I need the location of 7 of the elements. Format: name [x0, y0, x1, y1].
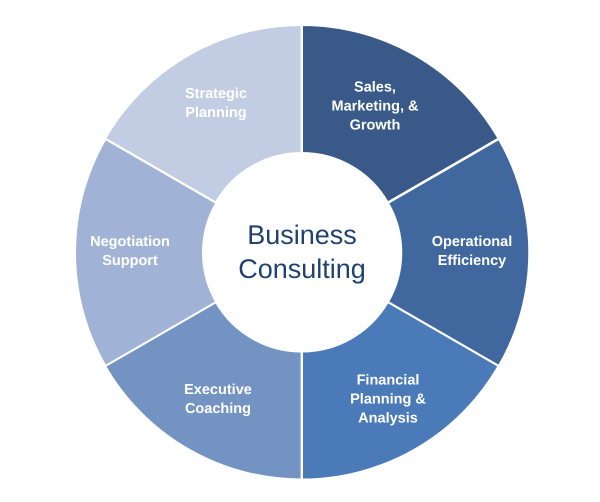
segment-label: Executive Coaching [183, 381, 253, 419]
segment-label: Financial Planning & Analysis [349, 372, 427, 428]
center-title: Business Consulting [237, 219, 367, 286]
segment-label: Sales, Marketing, & Growth [330, 78, 420, 136]
segment-label: Operational Efficiency [430, 233, 514, 271]
segment-label: Strategic Planning [184, 85, 248, 123]
segment-label: Negotiation Support [89, 233, 171, 271]
